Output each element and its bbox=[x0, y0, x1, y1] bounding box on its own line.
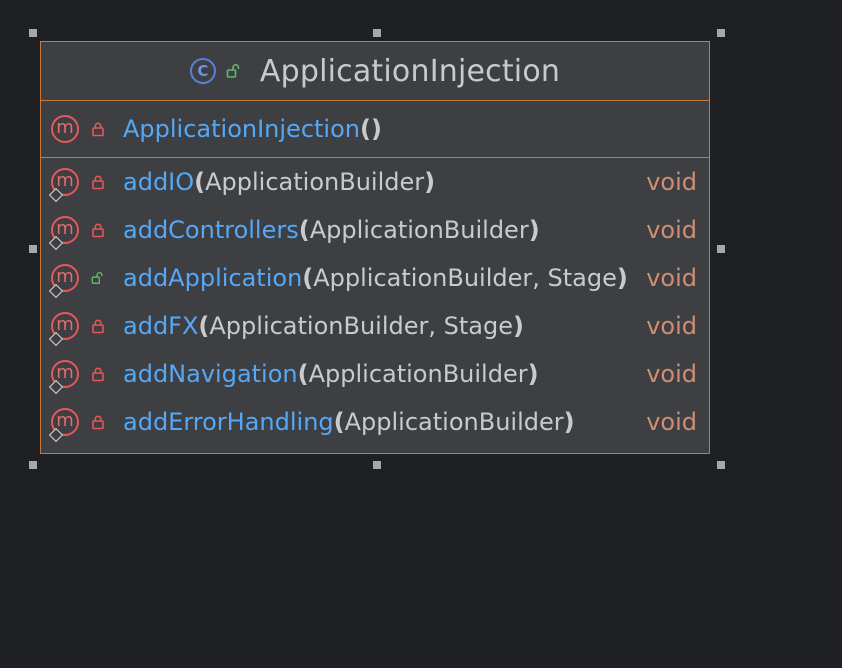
method-name: addNavigation bbox=[123, 360, 298, 388]
method-signature: addControllers(ApplicationBuilder) bbox=[123, 216, 540, 244]
close-paren: ) bbox=[528, 216, 540, 244]
close-paren: ) bbox=[512, 312, 524, 340]
lock-icon bbox=[91, 318, 105, 334]
open-paren: ( bbox=[333, 408, 345, 436]
method-signature: addApplication(ApplicationBuilder, Stage… bbox=[123, 264, 628, 292]
method-name: addApplication bbox=[123, 264, 303, 292]
methods-section: m addIO(ApplicationBuilder) void m addCo… bbox=[41, 158, 709, 446]
lock-icon bbox=[91, 174, 105, 190]
open-paren: ( bbox=[298, 216, 310, 244]
method-row[interactable]: m addIO(ApplicationBuilder) void bbox=[41, 158, 709, 206]
close-paren: ) bbox=[616, 264, 628, 292]
method-row[interactable]: m addApplication(ApplicationBuilder, Sta… bbox=[41, 254, 709, 302]
return-type: void bbox=[646, 264, 697, 292]
class-icon: C bbox=[189, 58, 216, 84]
resize-handle-bottom-center[interactable] bbox=[373, 461, 381, 469]
class-node[interactable]: C ApplicationInjection m ApplicationInje… bbox=[40, 41, 710, 454]
method-row[interactable]: m addErrorHandling(ApplicationBuilder) v… bbox=[41, 398, 709, 446]
method-icon: m bbox=[48, 264, 79, 299]
open-paren: ( bbox=[302, 264, 314, 292]
method-params: ApplicationBuilder, Stage bbox=[313, 264, 617, 292]
unlock-icon bbox=[91, 270, 105, 286]
method-signature: addIO(ApplicationBuilder) bbox=[123, 168, 435, 196]
lock-icon bbox=[91, 222, 105, 238]
lock-icon bbox=[91, 414, 105, 430]
method-params: ApplicationBuilder bbox=[308, 360, 528, 388]
resize-handle-top-center[interactable] bbox=[373, 29, 381, 37]
resize-handle-middle-right[interactable] bbox=[717, 245, 725, 253]
method-row[interactable]: m addNavigation(ApplicationBuilder) void bbox=[41, 350, 709, 398]
method-name: addIO bbox=[123, 168, 195, 196]
method-name: addFX bbox=[123, 312, 199, 340]
unlock-icon bbox=[226, 63, 242, 79]
method-name: addErrorHandling bbox=[123, 408, 334, 436]
method-row[interactable]: m addControllers(ApplicationBuilder) voi… bbox=[41, 206, 709, 254]
method-icon: m bbox=[48, 216, 79, 251]
method-signature: addErrorHandling(ApplicationBuilder) bbox=[123, 408, 575, 436]
method-params: ApplicationBuilder bbox=[205, 168, 425, 196]
constructor-name: ApplicationInjection bbox=[123, 115, 360, 143]
method-icon: m bbox=[48, 360, 79, 395]
method-icon: m bbox=[48, 312, 79, 347]
class-header: C ApplicationInjection bbox=[41, 42, 709, 101]
constructor-section: m ApplicationInjection() bbox=[41, 101, 709, 158]
class-name: ApplicationInjection bbox=[259, 53, 561, 89]
open-paren: ( bbox=[194, 168, 206, 196]
method-signature: addNavigation(ApplicationBuilder) bbox=[123, 360, 539, 388]
return-type: void bbox=[646, 216, 697, 244]
return-type: void bbox=[646, 360, 697, 388]
method-icon: m bbox=[48, 168, 79, 203]
resize-handle-middle-left[interactable] bbox=[29, 245, 37, 253]
close-paren: ) bbox=[563, 408, 575, 436]
open-paren: ( bbox=[198, 312, 210, 340]
close-paren: ) bbox=[370, 115, 382, 143]
lock-icon bbox=[91, 366, 105, 382]
resize-handle-bottom-left[interactable] bbox=[29, 461, 37, 469]
close-paren: ) bbox=[527, 360, 539, 388]
resize-handle-bottom-right[interactable] bbox=[717, 461, 725, 469]
method-params: ApplicationBuilder bbox=[309, 216, 529, 244]
constructor-signature: ApplicationInjection() bbox=[123, 115, 382, 143]
constructor-row[interactable]: m ApplicationInjection() bbox=[41, 101, 709, 157]
method-icon: m bbox=[48, 408, 79, 443]
resize-handle-top-right[interactable] bbox=[717, 29, 725, 37]
method-row[interactable]: m addFX(ApplicationBuilder, Stage) void bbox=[41, 302, 709, 350]
return-type: void bbox=[646, 408, 697, 436]
method-params: ApplicationBuilder, Stage bbox=[209, 312, 513, 340]
return-type: void bbox=[646, 312, 697, 340]
lock-icon bbox=[91, 121, 105, 137]
close-paren: ) bbox=[424, 168, 436, 196]
method-params: ApplicationBuilder bbox=[344, 408, 564, 436]
open-paren: ( bbox=[360, 115, 371, 143]
method-name: addControllers bbox=[123, 216, 299, 244]
resize-handle-top-left[interactable] bbox=[29, 29, 37, 37]
open-paren: ( bbox=[297, 360, 309, 388]
return-type: void bbox=[646, 168, 697, 196]
method-icon: m bbox=[51, 115, 79, 143]
method-signature: addFX(ApplicationBuilder, Stage) bbox=[123, 312, 524, 340]
